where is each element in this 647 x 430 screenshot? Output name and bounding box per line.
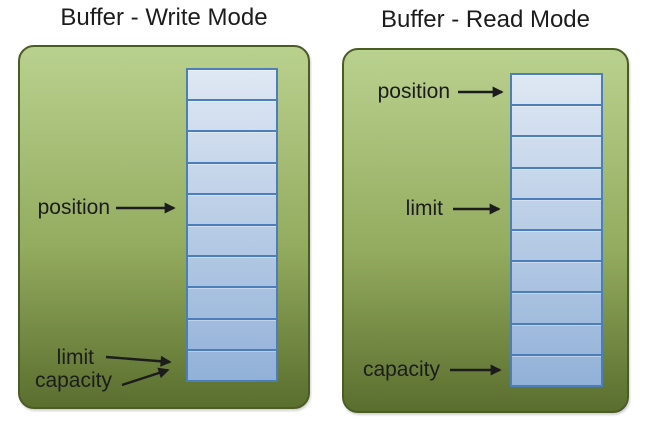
buffer-cell	[188, 255, 276, 286]
buffer-cell	[512, 229, 601, 260]
read-limit-label: limit	[405, 197, 443, 220]
write-position-arrow	[116, 202, 176, 214]
buffer-cell	[512, 135, 601, 166]
buffer-cell	[512, 104, 601, 135]
buffer-cell	[188, 286, 276, 317]
write-capacity-arrow	[121, 367, 170, 387]
buffer-cell	[188, 224, 276, 255]
write-limit-label: limit	[56, 346, 94, 369]
buffer-cell	[188, 348, 276, 380]
read-mode-title: Buffer - Read Mode	[380, 6, 590, 33]
buffer-cell	[512, 197, 601, 229]
buffer-cell	[188, 317, 276, 349]
buffer-cell	[512, 322, 601, 354]
buffer-cell	[512, 291, 601, 322]
buffer-cell	[512, 353, 601, 385]
write-buffer-cells	[186, 68, 278, 382]
buffer-cell	[512, 260, 601, 291]
buffer-cell	[188, 99, 276, 130]
buffer-cell	[188, 130, 276, 161]
read-capacity-label: capacity	[362, 358, 440, 381]
buffer-cell	[188, 161, 276, 193]
read-position-label: position	[377, 80, 450, 103]
read-capacity-arrow	[450, 364, 502, 376]
read-buffer-cells	[510, 73, 603, 387]
write-position-label: position	[37, 196, 110, 219]
buffer-cell	[512, 166, 601, 198]
write-capacity-label: capacity	[34, 369, 112, 392]
read-limit-arrow	[453, 203, 501, 215]
write-limit-arrow	[105, 355, 172, 367]
buffer-cell	[512, 75, 601, 104]
buffer-cell	[188, 192, 276, 224]
write-mode-title: Buffer - Write Mode	[60, 4, 268, 31]
read-position-arrow	[458, 86, 504, 98]
buffer-cell	[188, 70, 276, 99]
